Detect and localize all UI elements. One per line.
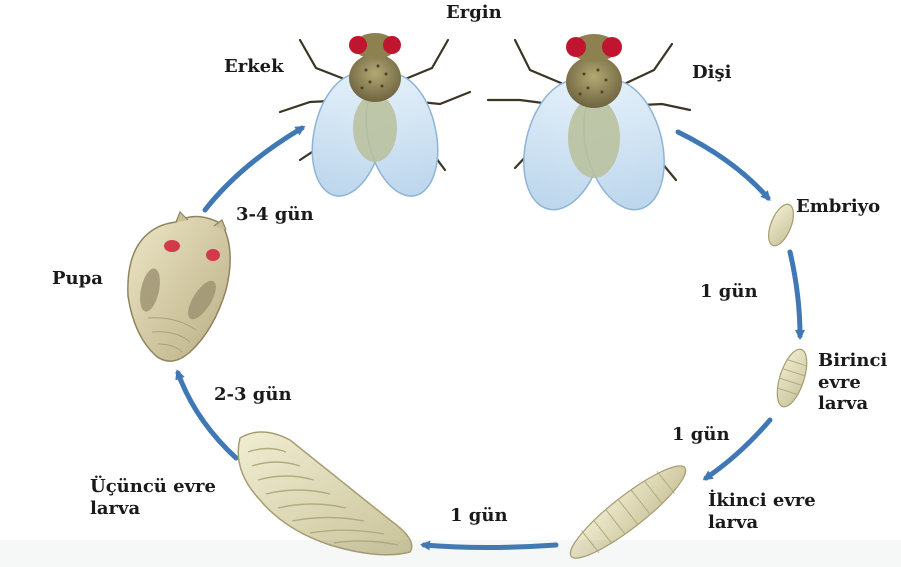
adult-label: Ergin [446,2,502,24]
second-instar-label: İkinci evre larva [708,490,816,533]
embryo-image [763,201,798,249]
third-instar-larva-image [238,432,412,555]
duration-third-to-pupa: 2-3 gün [214,384,292,406]
watermark [0,540,901,567]
arrow-embryo-to-first-instar [790,252,800,336]
pupa-image [128,212,230,361]
arrow-pupa-to-adult [205,128,302,210]
duration-embryo-to-first: 1 gün [700,281,758,303]
third-instar-label: Üçüncü evre larva [90,476,216,519]
embryo-label: Embriyo [796,196,880,218]
female-fly-image [488,34,690,218]
duration-pupa-to-adult: 3-4 gün [236,204,314,226]
female-label: Dişi [692,62,731,84]
arrow-female-to-embryo [678,132,768,198]
male-fly-image [280,33,470,203]
duration-first-to-second: 1 gün [672,424,730,446]
pupa-label: Pupa [52,268,103,290]
male-label: Erkek [224,56,284,78]
first-instar-larva-image [771,346,812,410]
first-instar-label: Birinci evre larva [818,350,887,415]
duration-second-to-third: 1 gün [450,505,508,527]
